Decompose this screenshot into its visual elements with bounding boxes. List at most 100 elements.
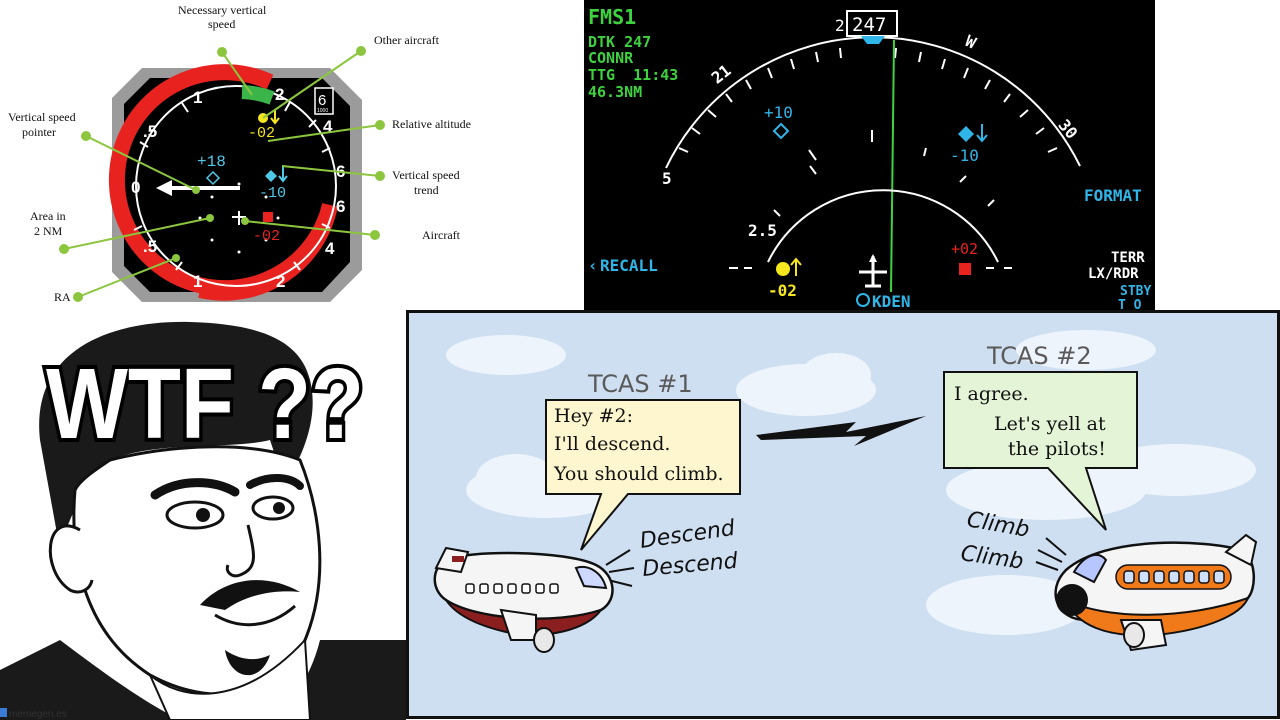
lxrdr-label: LX/RDR (1088, 266, 1139, 282)
meme-panel: WTF ?? memegen.es (0, 310, 406, 720)
callout-vs-trend-1: Vertical speed (392, 168, 460, 182)
vsi-scale-ring (135, 85, 337, 287)
meme-caption: WTF ?? (46, 348, 364, 460)
meme-eye-left (165, 500, 225, 530)
recall-softkey[interactable]: RECALL (600, 256, 658, 275)
speech-bubble-tcas1 (545, 399, 741, 551)
dtk-label: DTK 247 (588, 33, 651, 51)
inner-range-ring (767, 189, 999, 263)
vsi-scale-badge (314, 87, 334, 115)
airport-label: KDEN (872, 292, 911, 310)
callout-area-1: Area in (30, 209, 66, 223)
ra-traffic-square-icon (959, 263, 971, 275)
vsi-tick-right-6b: 6 (336, 197, 345, 216)
distance-label: 46.3NM (588, 83, 642, 101)
ta-altitude-label: -02 (768, 281, 797, 300)
callout-aircraft: Aircraft (422, 228, 461, 242)
plane2-nose (1056, 584, 1088, 616)
meme-watermark: memegen.es (9, 709, 67, 720)
bubble1-line1: Hey #2: (554, 405, 633, 427)
bubble2-line1: I agree. (954, 383, 1029, 405)
vsi-tick-bottom-1: 1 (193, 272, 202, 291)
traffic-right-trend-icon (976, 124, 988, 143)
navigation-display: FMS1 DTK 247 CONNR TTG 11:43 46.3NM 2 24… (584, 0, 1155, 310)
ra-altitude-label: +02 (951, 240, 978, 258)
tcas-comic: TCAS #1 TCAS #2 Hey #2: I'll descend. Yo… (406, 310, 1280, 720)
traffic-plus-label: +18 (197, 153, 226, 171)
heading-readout: 247 (852, 14, 886, 36)
meme-pupil-right (273, 502, 285, 514)
plane-tcas1-icon (433, 546, 614, 653)
bubble1-line2: I'll descend. (554, 433, 670, 455)
callout-vs-trend-2: trend (414, 183, 439, 197)
vsi-tick-left-05b: .5 (143, 237, 157, 256)
compass-21: 21 (708, 61, 735, 88)
to-label: T O (1118, 298, 1142, 310)
yellow-trend-arrow-icon (270, 110, 280, 125)
format-softkey[interactable]: FORMAT (1084, 186, 1142, 205)
callout-ra: RA (54, 290, 71, 304)
proximate-traffic-left-icon (772, 122, 790, 140)
plane-tcas2-icon (1054, 533, 1258, 652)
vsi-badge-number: 6 (318, 92, 326, 109)
meme-goatee (225, 650, 270, 676)
watermark-logo-icon (0, 708, 7, 717)
vsi-tick-top-4: 4 (323, 117, 333, 136)
tcas1-title: TCAS #1 (587, 370, 693, 398)
vsi-svg: 1 2 4 .5 0 .5 1 2 4 6 6 6 1000 +18 -10 -… (8, 3, 471, 304)
ta-trend-icon (790, 257, 802, 276)
meme-ear (48, 524, 94, 594)
tcas2-title: TCAS #2 (986, 342, 1092, 370)
callout-area-2: 2 NM (34, 224, 63, 238)
airport-icon (856, 293, 870, 307)
vsi-tick-left-0: 0 (131, 178, 140, 197)
meme-eyebrow-left (150, 478, 240, 500)
callout-relative-altitude: Relative altitude (392, 117, 471, 131)
proximate-traffic-icon (205, 170, 221, 186)
traffic-right-icon (958, 126, 974, 142)
comm-lightning-icon (756, 416, 926, 446)
traffic-cyan-left-label: +10 (764, 103, 793, 122)
comic-clouds (446, 330, 1256, 635)
compass-ticks (678, 47, 1058, 153)
ta-traffic-icon (776, 262, 790, 276)
meme-moustache (200, 580, 300, 610)
stby-label: STBY (1120, 284, 1151, 299)
bubble2-line2: Let's yell at (994, 413, 1106, 435)
inner-ring-ticks (729, 130, 1012, 269)
vs-trend-arrow-icon (278, 167, 288, 183)
recall-softkey-icon: ‹ (588, 256, 598, 275)
fms-label: FMS1 (588, 5, 636, 29)
meme-suit-left (0, 640, 180, 720)
range-inner-label: 2.5 (748, 221, 777, 240)
meme-mouth (214, 604, 296, 627)
vsi-face (124, 78, 350, 292)
meme-eyebrow-right (246, 474, 304, 490)
nd-svg: FMS1 DTK 247 CONNR TTG 11:43 46.3NM 2 24… (588, 5, 1151, 310)
comic-svg: TCAS #1 TCAS #2 Hey #2: I'll descend. Yo… (406, 310, 1280, 719)
vs-pointer-arrowhead (156, 180, 172, 196)
bubble2-line3: the pilots! (1008, 438, 1106, 460)
meme-hair (39, 321, 313, 550)
meme-collar (149, 637, 312, 720)
necessary-vs-band (241, 85, 275, 105)
ra-traffic-icon (263, 212, 273, 222)
callout-necessary-vs-2: speed (208, 17, 235, 31)
vsi-tick-top-2: 2 (275, 85, 284, 104)
meme-nose (225, 524, 255, 578)
heading-prefix: 2 (835, 16, 845, 35)
vsi-tick-top-1: 1 (193, 88, 202, 107)
range-outer-label: 5 (662, 169, 672, 188)
traffic-cyan-right-label: -10 (950, 146, 979, 165)
relative-altitude-red: -02 (253, 228, 280, 245)
speech-bubble-tcas2 (943, 371, 1138, 531)
ttg-label: TTG 11:43 (588, 66, 678, 84)
course-line (890, 39, 895, 293)
callout-other-aircraft: Other aircraft (374, 33, 440, 47)
traffic-minus-label: -10 (259, 185, 286, 202)
heading-bug-icon (861, 36, 885, 44)
compass-w: W (962, 31, 979, 52)
terr-label: TERR (1111, 250, 1145, 266)
vsi-ticks (133, 101, 331, 271)
vsi-badge-small: 1000 (317, 108, 328, 114)
